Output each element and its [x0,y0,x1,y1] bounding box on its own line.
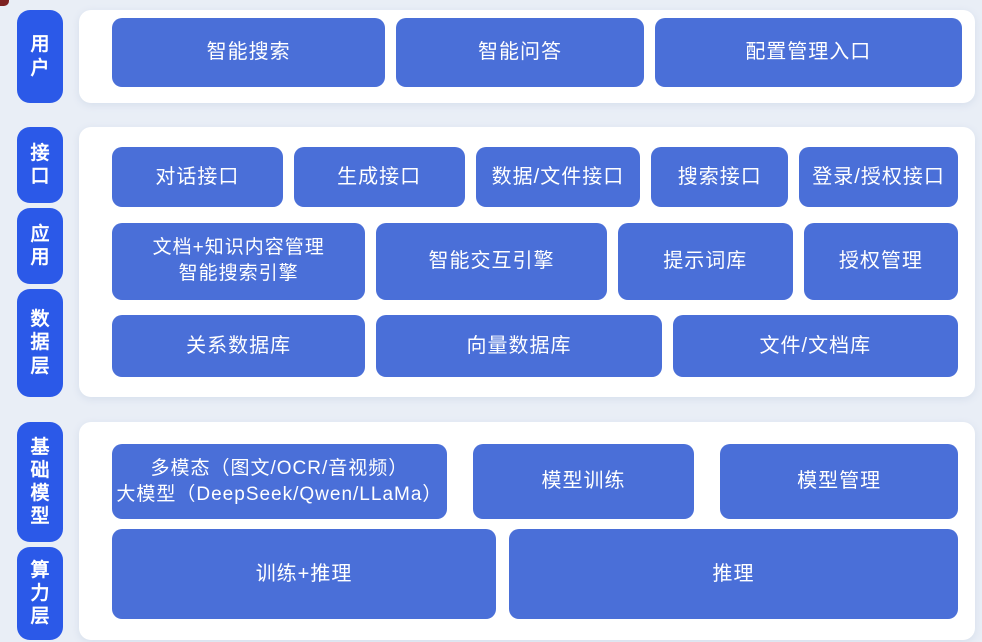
user-layer-labels: 用户 [17,10,63,103]
layer-label-compute: 算力层 [17,547,63,640]
block-prompt-library: 提示词库 [617,222,793,300]
block-vector-db: 向量数据库 [376,315,662,377]
block-file-doc-store: 文件/文档库 [672,315,958,377]
block-search-api: 搜索接口 [651,147,789,207]
block-generate-api: 生成接口 [293,147,465,207]
user-layer-section: 用户 智能搜索 智能问答 配置管理入口 [17,10,975,103]
middle-layers-section: 接口 应用 数据层 对话接口 生成接口 数据/文件接口 搜索接口 登录/授权接口… [17,127,975,397]
block-smart-search: 智能搜索 [112,18,386,87]
corner-artifact [0,0,9,6]
block-multimodal-llm: 多模态（图文/OCR/音视频） 大模型（DeepSeek/Qwen/LLaMa） [112,444,447,519]
compute-row: 训练+推理 推理 [112,529,958,619]
block-login-auth-api: 登录/授权接口 [799,147,958,207]
block-smart-qa: 智能问答 [396,18,644,87]
block-train-inference: 训练+推理 [112,529,497,619]
data-row: 关系数据库 向量数据库 文件/文档库 [112,315,958,377]
layer-label-interface: 接口 [17,127,63,203]
block-relational-db: 关系数据库 [112,315,366,377]
bottom-layers-section: 基础模型 算力层 多模态（图文/OCR/音视频） 大模型（DeepSeek/Qw… [17,422,975,640]
layer-label-data: 数据层 [17,289,63,397]
block-model-management: 模型管理 [720,444,958,519]
block-chat-api: 对话接口 [112,147,283,207]
model-row: 多模态（图文/OCR/音视频） 大模型（DeepSeek/Qwen/LLaMa）… [112,444,958,519]
layer-label-application: 应用 [17,208,63,284]
block-model-training: 模型训练 [472,444,695,519]
interface-row: 对话接口 生成接口 数据/文件接口 搜索接口 登录/授权接口 [112,147,958,207]
block-config-entry: 配置管理入口 [654,18,962,87]
bottom-layers-panel: 多模态（图文/OCR/音视频） 大模型（DeepSeek/Qwen/LLaMa）… [79,422,975,640]
bottom-layers-labels: 基础模型 算力层 [17,422,63,640]
block-inference: 推理 [509,529,958,619]
middle-layers-labels: 接口 应用 数据层 [17,127,63,397]
user-layer-panel: 智能搜索 智能问答 配置管理入口 [79,10,975,103]
layer-label-user: 用户 [17,10,63,103]
block-interaction-engine: 智能交互引擎 [376,222,607,300]
block-doc-knowledge-engine: 文档+知识内容管理 智能搜索引擎 [112,222,366,300]
application-row: 文档+知识内容管理 智能搜索引擎 智能交互引擎 提示词库 授权管理 [112,222,958,300]
user-row: 智能搜索 智能问答 配置管理入口 [112,18,962,87]
block-auth-management: 授权管理 [803,222,958,300]
middle-layers-panel: 对话接口 生成接口 数据/文件接口 搜索接口 登录/授权接口 文档+知识内容管理… [79,127,975,397]
layer-label-foundation-model: 基础模型 [17,422,63,542]
block-data-file-api: 数据/文件接口 [475,147,641,207]
